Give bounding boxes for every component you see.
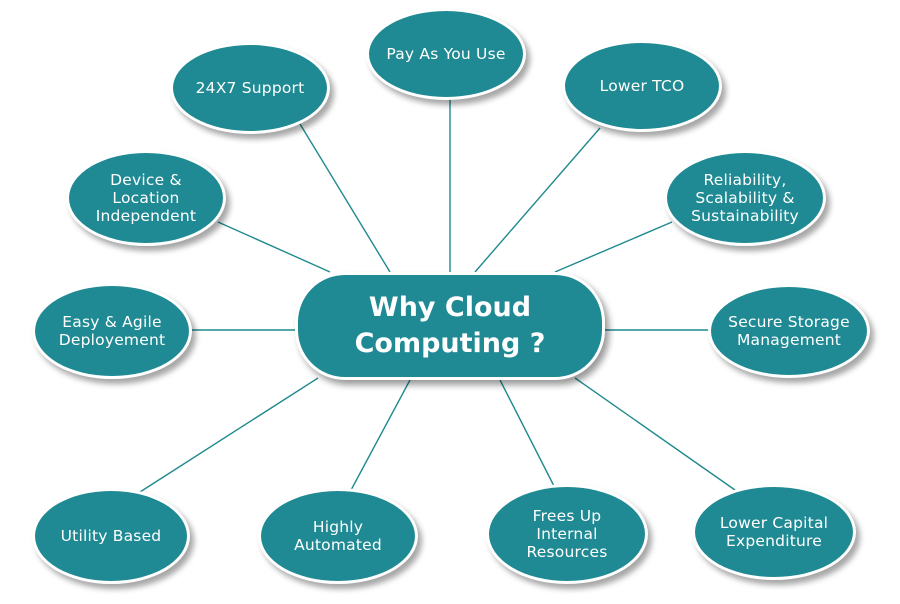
node-lower-capital-expenditure: Lower Capital Expenditure [692, 484, 856, 580]
node-pay-as-you-use: Pay As You Use [366, 8, 526, 100]
node-reliability-scalability: Reliability, Scalability & Sustainabilit… [664, 150, 826, 246]
node-label: Lower TCO [599, 77, 685, 95]
connector-reliability-scalability [554, 221, 673, 273]
connector-lower-tco [474, 127, 601, 273]
node-lower-tco: Lower TCO [562, 40, 722, 132]
node-label: Lower Capital Expenditure [719, 514, 829, 550]
node-label: Pay As You Use [386, 45, 506, 63]
node-label: Secure Storage Management [728, 313, 850, 349]
node-secure-storage-management: Secure Storage Management [708, 284, 870, 378]
connector-lower-capital-expenditure [574, 377, 736, 491]
node-label: Device & Location Independent [95, 171, 197, 225]
connector-frees-up-internal-resources [499, 379, 556, 489]
node-frees-up-internal-resources: Frees Up Internal Resources [486, 484, 648, 584]
node-utility-based: Utility Based [32, 488, 190, 584]
node-24x7-support: 24X7 Support [170, 42, 330, 134]
connector-24x7-support [299, 123, 391, 273]
node-label: Frees Up Internal Resources [526, 507, 608, 561]
node-device-location-independent: Device & Location Independent [66, 150, 226, 246]
node-label: Reliability, Scalability & Sustainabilit… [691, 171, 799, 225]
connector-utility-based [139, 377, 319, 493]
node-label: Easy & Agile Deployement [58, 313, 166, 349]
node-label: 24X7 Support [195, 79, 305, 97]
central-topic-title: Why Cloud Computing ? [354, 292, 546, 359]
connector-highly-automated [349, 379, 411, 493]
node-label: Highly Automated [294, 518, 382, 554]
node-easy-agile-deployement: Easy & Agile Deployement [32, 283, 192, 379]
central-topic: Why Cloud Computing ? [295, 272, 605, 380]
node-label: Utility Based [60, 527, 162, 545]
connector-device-location-independent [217, 221, 331, 273]
node-highly-automated: Highly Automated [258, 488, 418, 584]
